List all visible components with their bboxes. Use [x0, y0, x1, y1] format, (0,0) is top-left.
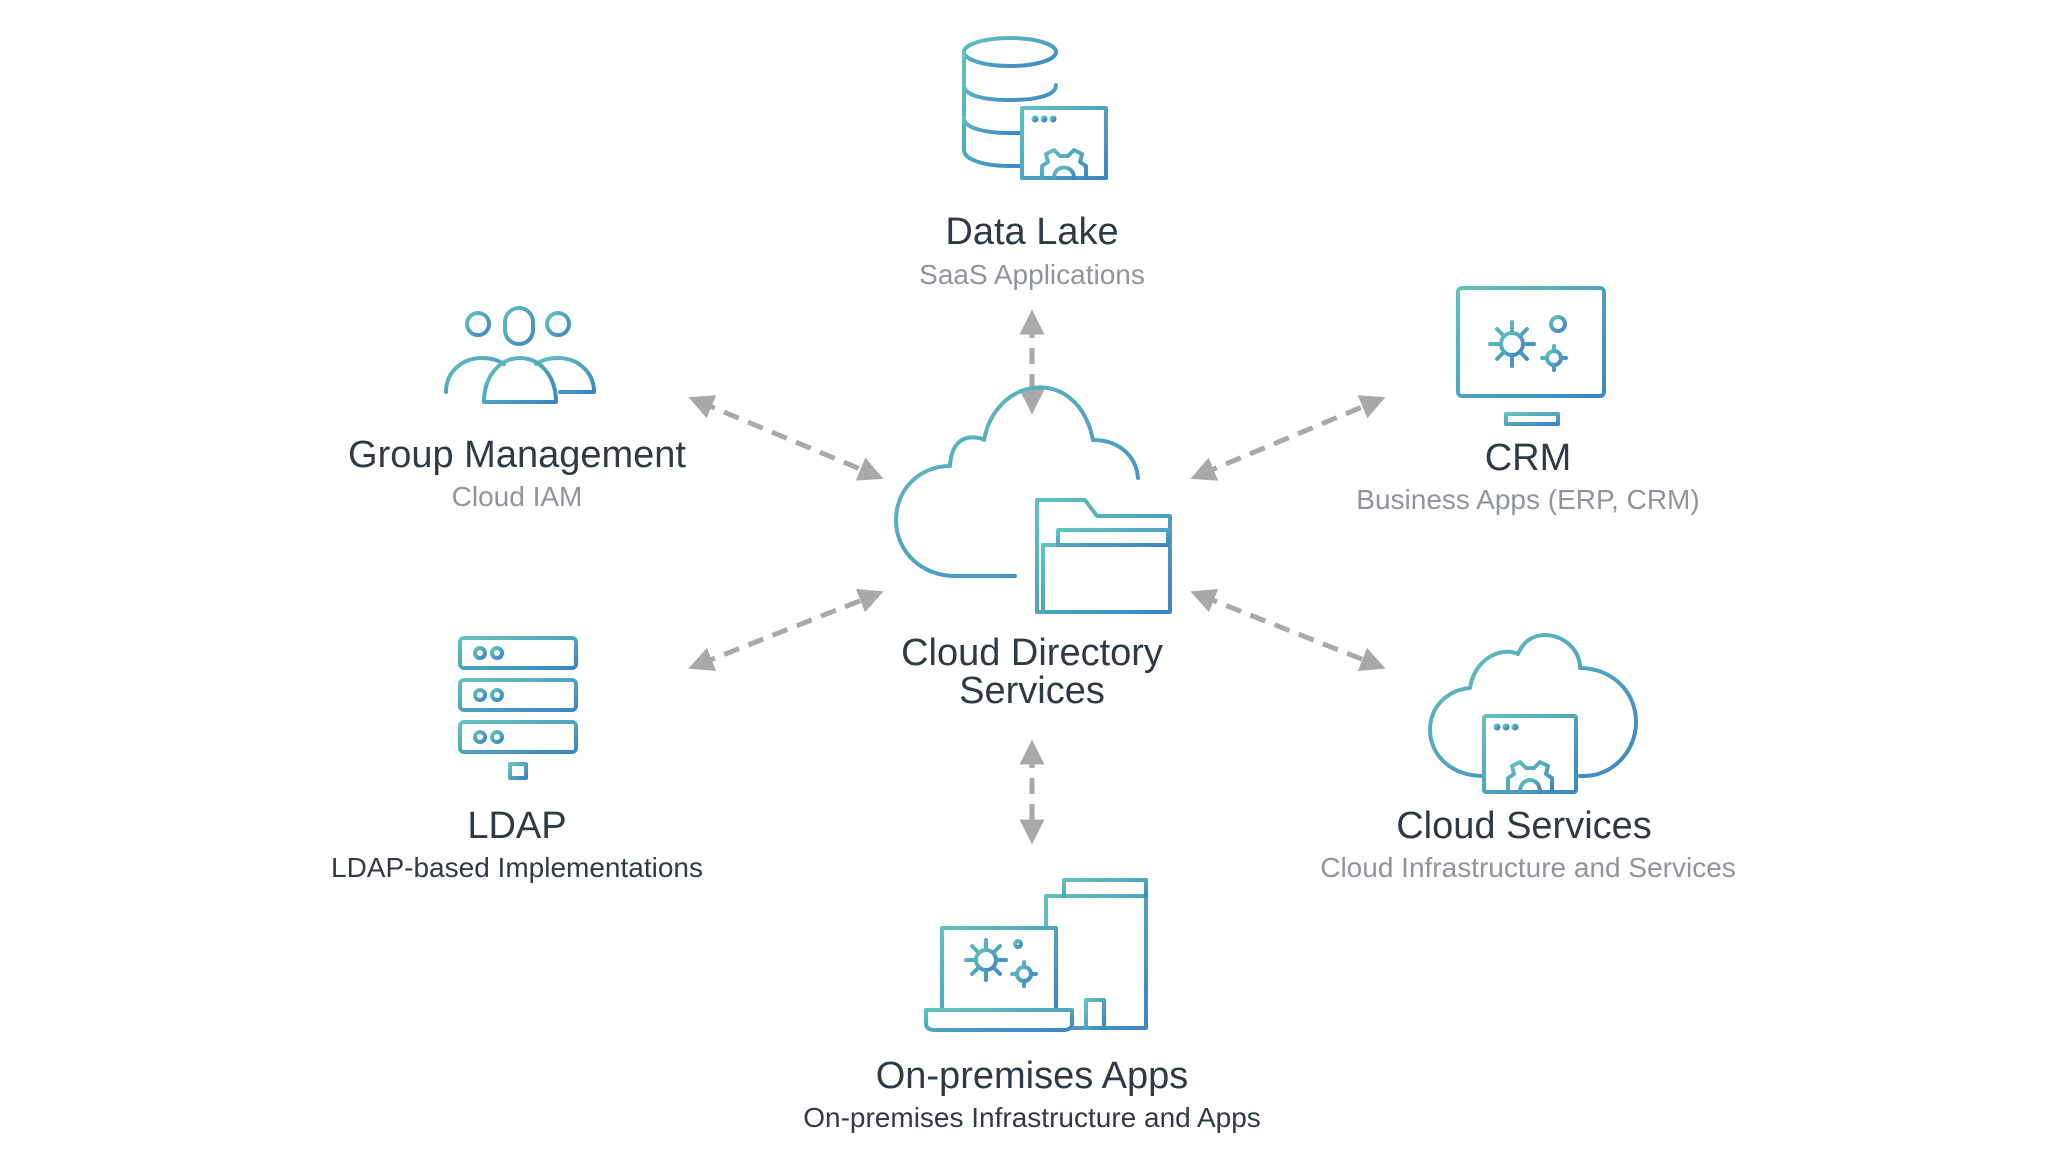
arrow-crm	[1190, 395, 1386, 481]
on-premises-subtitle: On-premises Infrastructure and Apps	[803, 1102, 1261, 1133]
group-management-subtitle: Cloud IAM	[451, 481, 583, 512]
center-title-line1: Cloud Directory	[901, 632, 1163, 674]
laptop-building-icon	[924, 878, 1160, 1032]
cloud-services-title: Cloud Services	[1396, 805, 1652, 847]
database-window-icon	[962, 36, 1108, 180]
group-management-title: Group Management	[348, 434, 686, 476]
crm-title: CRM	[1484, 437, 1572, 479]
crm-subtitle: Business Apps (ERP, CRM)	[1356, 484, 1700, 515]
data-lake-subtitle: SaaS Applications	[919, 259, 1145, 290]
cloud-services-subtitle: Cloud Infrastructure and Services	[1320, 852, 1736, 883]
cloud-folder-icon	[894, 385, 1172, 614]
server-rack-icon	[458, 636, 578, 780]
arrow-ldap	[688, 588, 884, 672]
arrow-cloud-services	[1190, 588, 1386, 672]
on-premises-title: On-premises Apps	[875, 1055, 1189, 1097]
arrow-group-management	[688, 395, 884, 481]
center-title: Cloud Directory Services	[901, 634, 1163, 710]
center-title-line2: Services	[959, 670, 1105, 712]
cloud-window-icon	[1428, 633, 1638, 794]
ldap-subtitle: LDAP-based Implementations	[331, 852, 703, 883]
ldap-title: LDAP	[467, 805, 567, 847]
users-group-icon	[444, 306, 596, 404]
data-lake-title: Data Lake	[945, 211, 1119, 253]
monitor-gears-icon	[1456, 286, 1606, 426]
